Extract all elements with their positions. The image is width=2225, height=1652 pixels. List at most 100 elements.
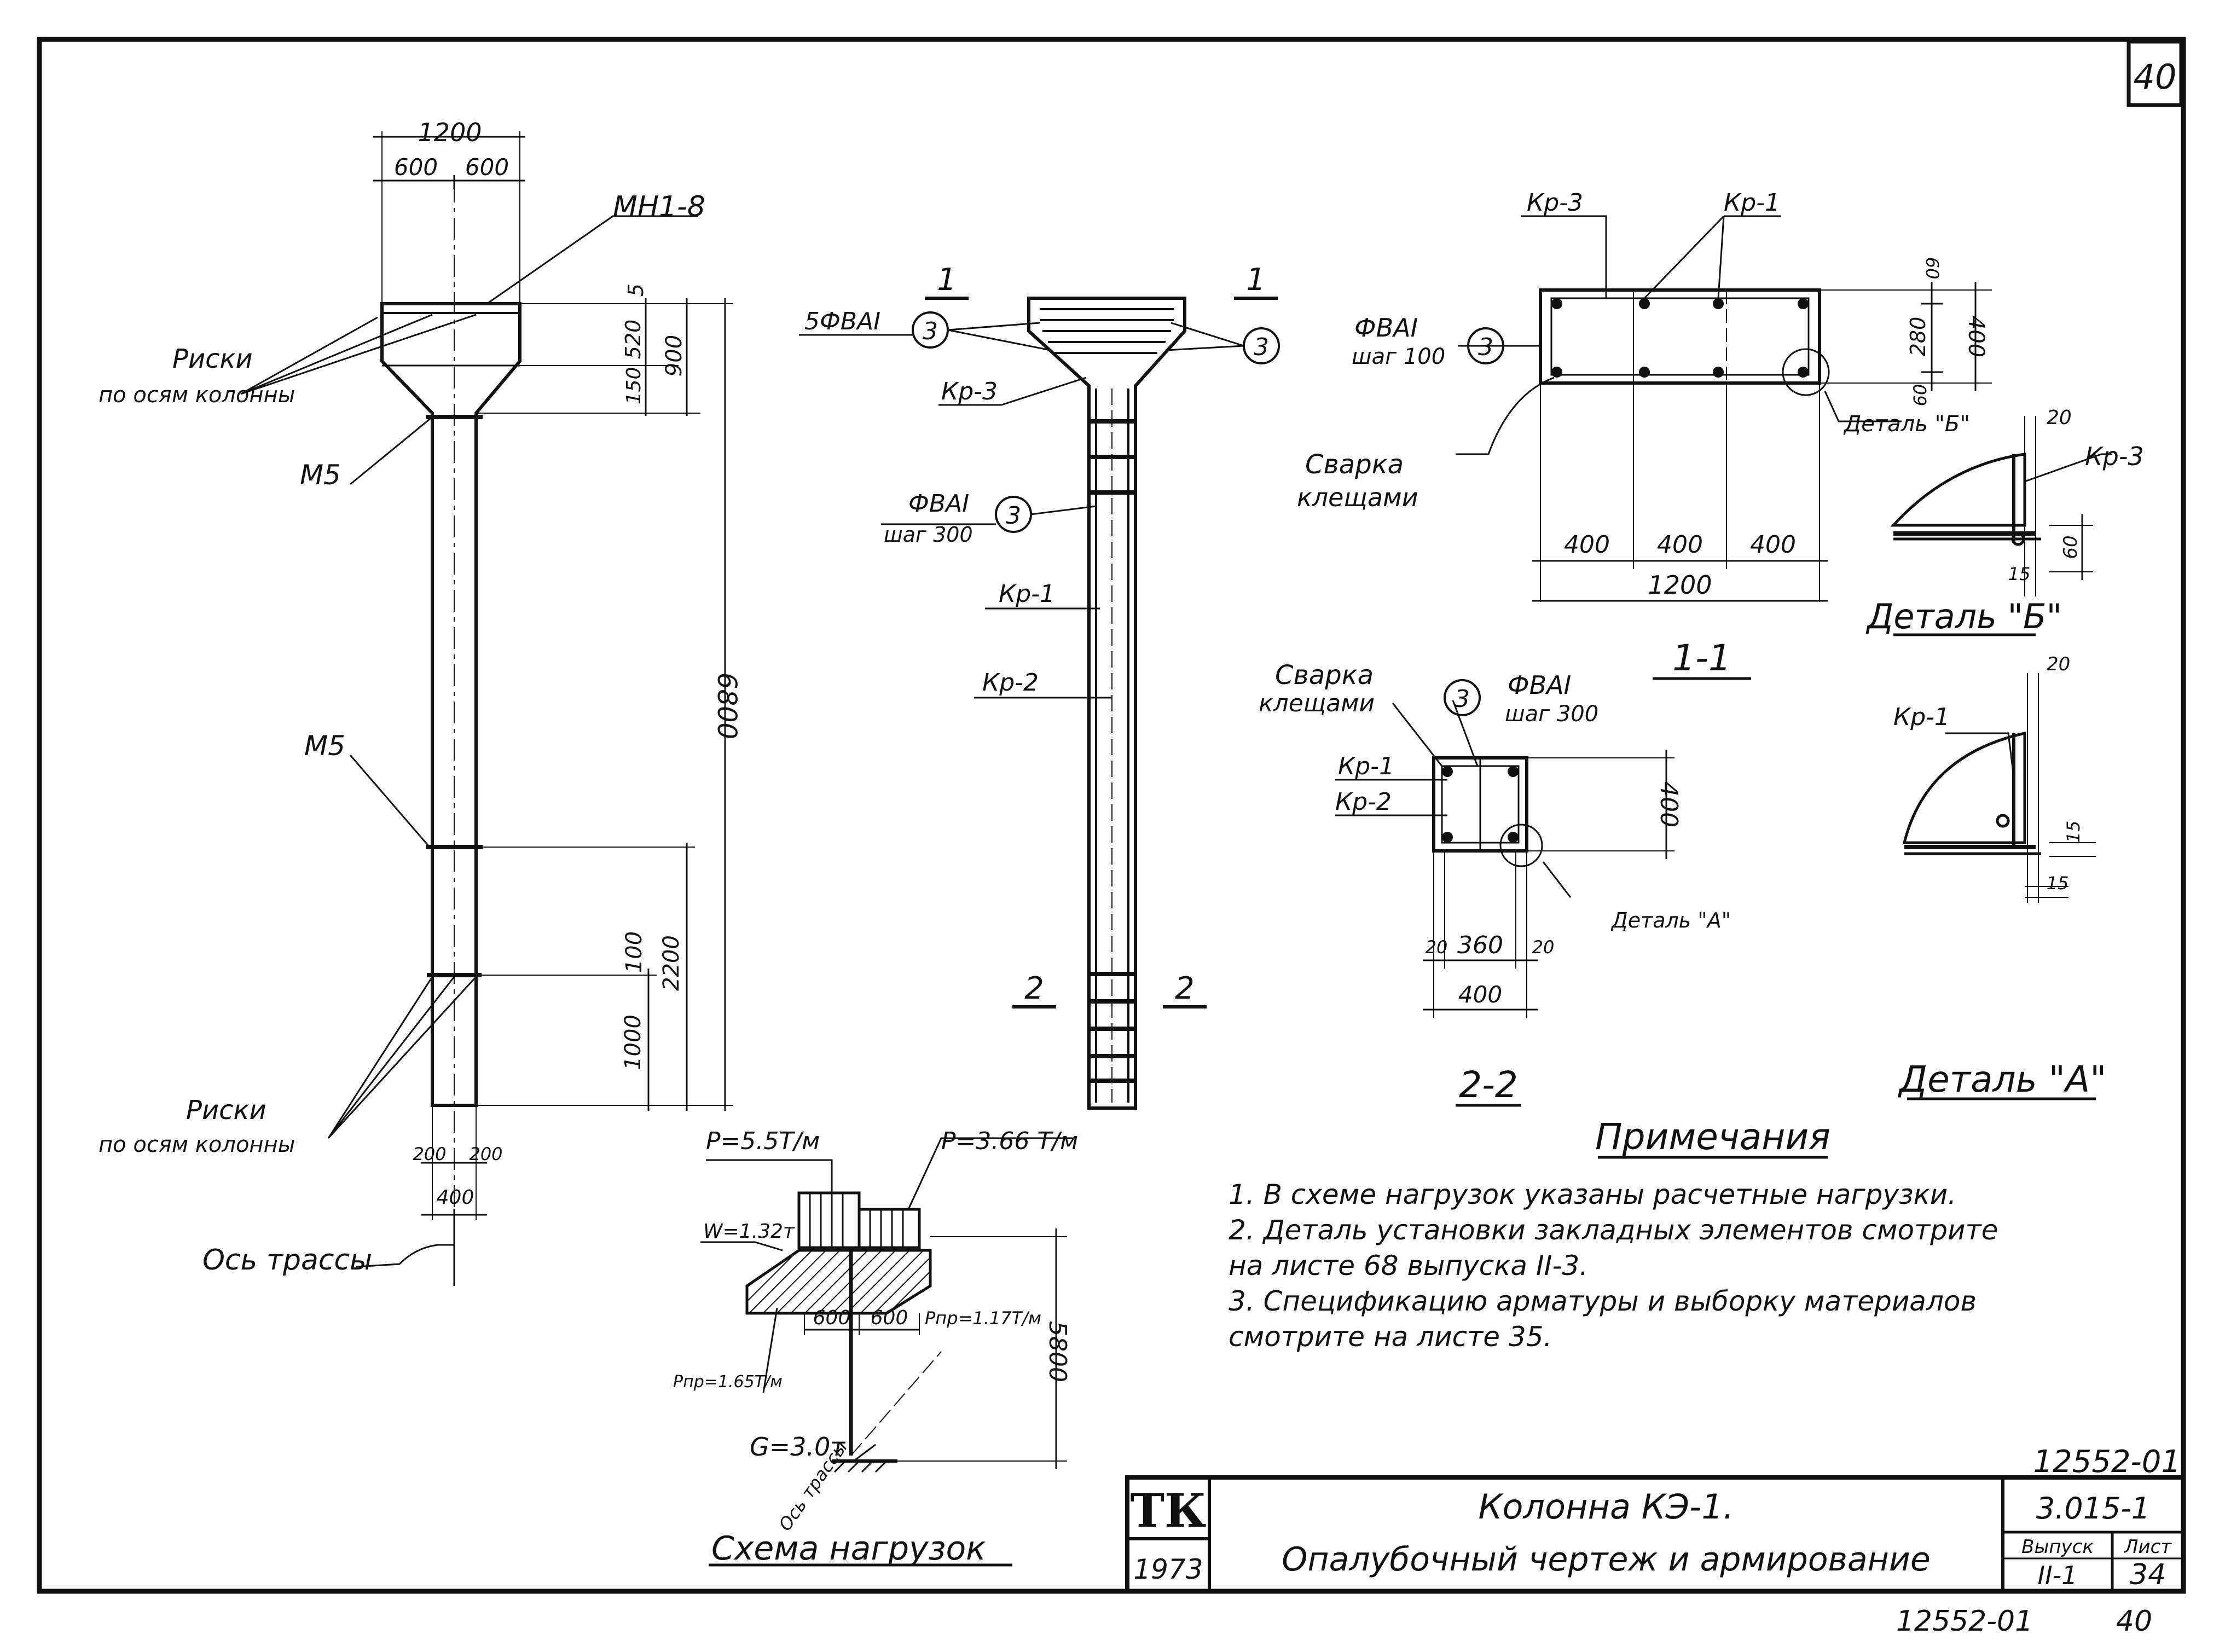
dim-600-right: 600: [465, 154, 509, 181]
dim-1200: 1200: [418, 118, 482, 147]
label-kr1: Кр-1: [999, 580, 1055, 608]
label-m5-top: М5: [300, 459, 341, 491]
notes: Примечания 1. В схеме нагрузок указаны р…: [1229, 1116, 1998, 1353]
tb-issue-label: Выпуск: [2021, 1536, 2094, 1558]
da-dim-15b: 15: [2047, 873, 2069, 894]
ls-w: W=1.32т: [703, 1220, 795, 1243]
db-kr3: Кр-3: [2085, 442, 2144, 471]
s11-callout: 3: [1478, 333, 1493, 361]
s22-callout: 3: [1455, 685, 1470, 713]
ls-pnp1: Рпр=1.17Т/м: [925, 1308, 1041, 1329]
ls-g: G=3.0т: [750, 1432, 845, 1462]
s11-kr1: Кр-1: [1724, 189, 1780, 217]
section-2-2-labels: Сварка клещами 3 ФВАI шаг 300 Кр-1 Кр-2 …: [1259, 660, 1731, 1106]
s22-callout-circle: [1444, 679, 1481, 716]
label-kr3: Кр-3: [941, 378, 998, 405]
s11-step: шаг 100: [1352, 344, 1445, 369]
ls-title: Схема нагрузок: [711, 1529, 986, 1568]
ls-pnp2: Рпр=1.65Т/м: [673, 1372, 783, 1392]
s22-phi: ФВАI: [1508, 670, 1571, 700]
s11-kr3: Кр-3: [1527, 189, 1583, 217]
label-step300: шаг 300: [884, 523, 973, 547]
s11-callout-circle: [1467, 327, 1504, 364]
label-risks-top-2: по осям колонны: [98, 382, 295, 408]
tb-year: 1973: [1133, 1554, 1203, 1585]
s11-title: 1-1: [1672, 637, 1731, 679]
load-scheme: [700, 1137, 1073, 1567]
s22-kr2: Кр-2: [1335, 788, 1392, 816]
s11-dim-60a: 60: [1922, 257, 1943, 280]
dim-bottom-right: 200: [469, 1144, 502, 1164]
s22-weld-1: Сварка: [1275, 660, 1374, 691]
s22-kr1: Кр-1: [1338, 752, 1394, 780]
tb-series: 3.015-1: [2036, 1491, 2150, 1526]
label-risks-top-1: Риски: [172, 344, 253, 374]
callout-3-b: 3: [1254, 333, 1269, 361]
s11-dim-400v: 400: [1963, 316, 1989, 357]
tb-issue-value: II-1: [2038, 1561, 2078, 1590]
notes-title: Примечания: [1595, 1116, 1830, 1158]
page-number: 40: [2134, 57, 2177, 97]
s22-weld-2: клещами: [1259, 689, 1375, 717]
label-kr2: Кр-2: [982, 669, 1039, 697]
notes-line1: 1. В схеме нагрузок указаны расчетные на…: [1229, 1179, 1956, 1210]
dim-bottom-left: 200: [413, 1144, 446, 1164]
label-5phi8: 5ФВАI: [804, 308, 880, 335]
section-2-2: [1335, 700, 1674, 1107]
notes-line3: на листе 68 выпуска II-3.: [1229, 1250, 1588, 1282]
s22-step: шаг 300: [1505, 702, 1598, 727]
title-block: [1125, 1475, 2186, 1593]
reinforcement-labels: 1 1 5ФВАI 3 3 Кр-3 ФВАI шаг 300 3 Кр-1 К…: [804, 262, 1269, 1006]
column-elevation: [240, 131, 733, 1286]
label-risks-bottom-2: по осям колонны: [98, 1132, 295, 1157]
db-title: Деталь "Б": [1865, 596, 2062, 636]
s22-dim-400v: 400: [1655, 781, 1683, 827]
section-2-right: 2: [1175, 971, 1195, 1006]
section-1-left: 1: [937, 262, 957, 298]
title-block-text: 12552-01 ТК 1973 Колонна КЭ-1. Опалубочн…: [1131, 1444, 2181, 1591]
dim-900: 900: [662, 335, 687, 376]
da-title: Деталь "А": [1898, 1058, 2107, 1100]
load-scheme-labels: P=5.5Т/м P=3.66 Т/м W=1.32т 600 600 Рпр=…: [673, 1127, 1078, 1568]
s22-dim-20b: 20: [1532, 937, 1555, 958]
s11-detail-ref: Деталь "Б": [1843, 411, 1970, 437]
notes-line2: 2. Деталь установки закладных элементов …: [1229, 1214, 1998, 1246]
dim-600-left: 600: [394, 154, 438, 181]
ls-p1: P=5.5Т/м: [706, 1127, 820, 1155]
ls-dim-600a: 600: [813, 1307, 851, 1329]
detail-a-labels: 20 Кр-1 15 15 Деталь "А": [1893, 653, 2106, 1100]
db-dim-15: 15: [2008, 564, 2031, 584]
section-1-right: 1: [1246, 262, 1266, 298]
dim-400: 400: [437, 1186, 474, 1209]
dim-5: 5: [624, 283, 648, 297]
s11-phi: ФВАI: [1354, 313, 1418, 343]
footer-code: 12552-01: [1896, 1605, 2033, 1638]
s22-dim-360: 360: [1457, 931, 1503, 959]
dim-1000: 1000: [621, 1015, 646, 1070]
tb-name-line1: Колонна КЭ-1.: [1478, 1487, 1734, 1527]
detail-b-labels: 20 Кр-3 60 15 Деталь "Б": [1865, 407, 2144, 636]
s22-dim-400: 400: [1458, 981, 1502, 1008]
s22-title: 2-2: [1459, 1064, 1518, 1106]
ls-dim-5800: 5800: [1044, 1321, 1071, 1382]
tb-logo: ТК: [1131, 1483, 1207, 1538]
callout-3-c: 3: [1006, 502, 1021, 530]
s11-weld-2: клещами: [1297, 483, 1418, 512]
label-mn1-8: МН1-8: [613, 190, 705, 223]
dim-2200: 2200: [659, 935, 684, 991]
db-dim-20: 20: [2047, 407, 2072, 429]
label-m5-mid: М5: [304, 730, 345, 762]
footer-page: 40: [2116, 1605, 2152, 1638]
s22-dim-20a: 20: [1426, 937, 1448, 958]
s11-dim-1200: 1200: [1648, 570, 1712, 600]
s11-weld-1: Сварка: [1305, 449, 1404, 480]
notes-line4: 3. Спецификацию арматуры и выборку матер…: [1229, 1285, 1977, 1317]
detail-b: [1890, 416, 2112, 636]
tb-doc-number: 12552-01: [2033, 1444, 2181, 1480]
s11-dim-60b: 60: [1910, 384, 1931, 407]
axis-label: Ось трассы: [202, 1244, 372, 1277]
dim-100: 100: [622, 931, 647, 973]
dim-150: 150: [623, 367, 645, 405]
